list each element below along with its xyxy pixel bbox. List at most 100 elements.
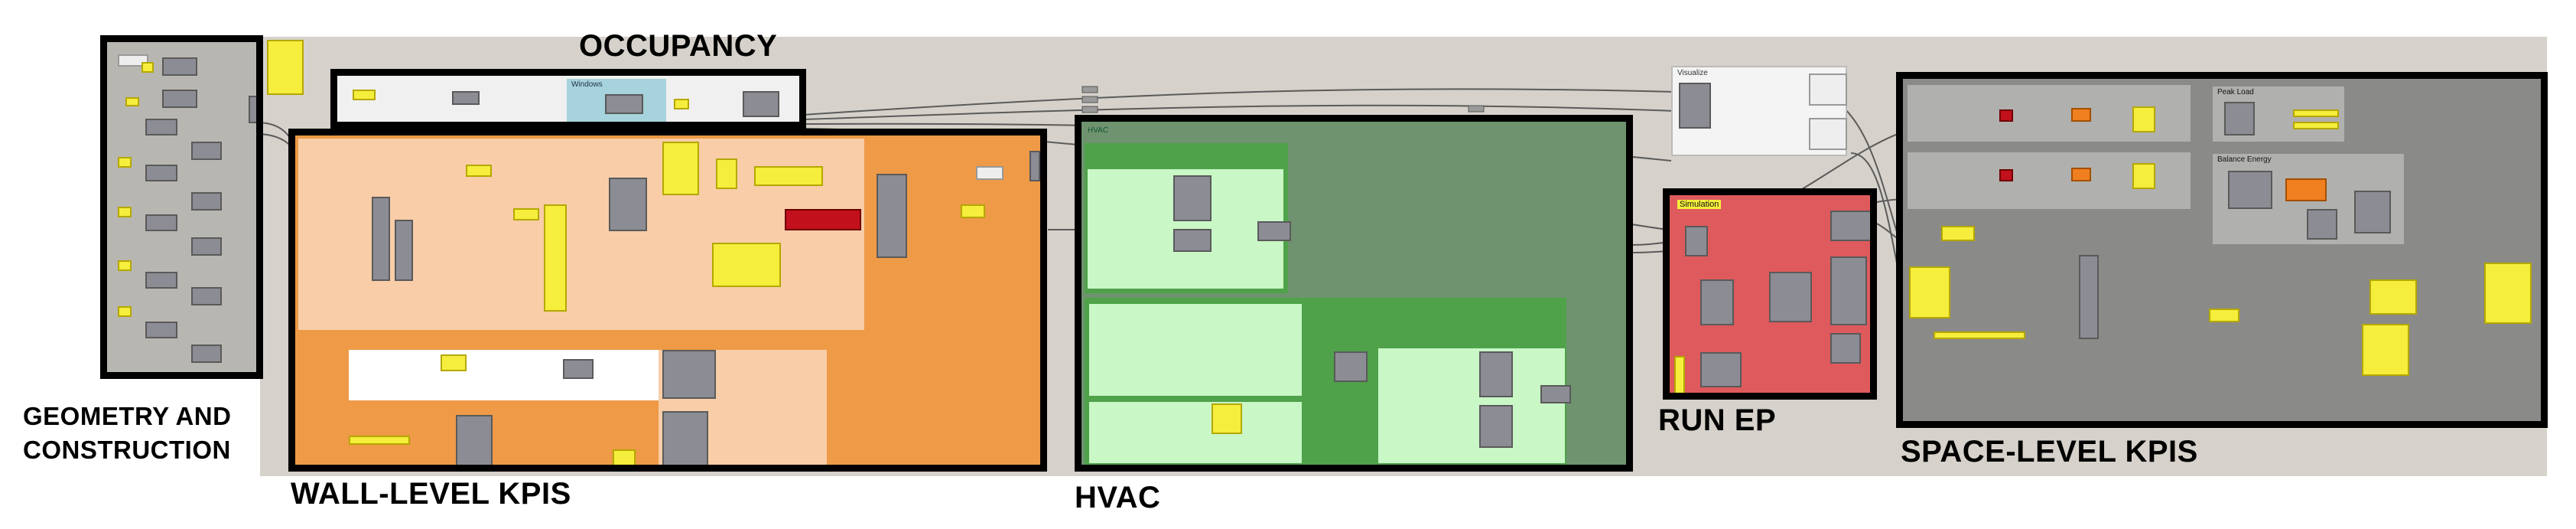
component-node[interactable] xyxy=(118,54,148,67)
yellow-panel-node[interactable] xyxy=(118,207,132,217)
component-node[interactable] xyxy=(1679,83,1711,129)
yellow-panel-node[interactable] xyxy=(1934,331,2025,339)
hvac-subgroup-bottom-right xyxy=(1378,348,1565,463)
component-node[interactable] xyxy=(191,287,222,305)
yellow-panel-node[interactable] xyxy=(1674,356,1685,393)
component-node[interactable] xyxy=(2307,209,2337,240)
component-node[interactable] xyxy=(162,57,197,76)
component-node[interactable] xyxy=(145,214,177,231)
component-node[interactable] xyxy=(1685,226,1708,256)
yellow-panel-node[interactable] xyxy=(118,306,132,317)
yellow-panel-node[interactable] xyxy=(712,243,781,287)
orange-node[interactable] xyxy=(2285,178,2327,201)
yellow-panel-node[interactable] xyxy=(544,204,567,312)
yellow-panel-node[interactable] xyxy=(1909,266,1950,318)
yellow-panel-node[interactable] xyxy=(2209,309,2239,322)
component-node[interactable] xyxy=(1830,211,1870,241)
yellow-panel-node[interactable] xyxy=(961,204,985,218)
yellow-panel-node[interactable] xyxy=(2293,109,2339,117)
component-node[interactable] xyxy=(1700,352,1742,387)
yellow-panel-node[interactable] xyxy=(1212,403,1242,434)
yellow-panel-node[interactable] xyxy=(118,260,132,271)
component-node[interactable] xyxy=(2079,255,2099,339)
yellow-panel-node[interactable] xyxy=(441,354,467,371)
yellow-panel-node[interactable] xyxy=(716,158,737,189)
component-node[interactable] xyxy=(1809,73,1847,106)
component-node[interactable] xyxy=(1479,351,1513,397)
component-node[interactable] xyxy=(662,350,716,399)
yellow-panel-node[interactable] xyxy=(466,165,492,177)
component-node[interactable] xyxy=(743,91,779,117)
component-node[interactable] xyxy=(145,119,177,136)
component-node[interactable] xyxy=(145,322,177,338)
component-node[interactable] xyxy=(249,96,256,123)
component-node[interactable] xyxy=(1830,256,1867,325)
component-node[interactable] xyxy=(662,411,708,465)
component-node[interactable] xyxy=(145,165,177,181)
component-node[interactable] xyxy=(563,359,594,379)
component-node[interactable] xyxy=(2224,102,2255,136)
yellow-panel-node[interactable] xyxy=(513,208,539,220)
occupancy-windows-title: Windows xyxy=(571,80,603,89)
wall-level-kpis-label: WALL-LEVEL KPIS xyxy=(291,477,571,511)
component-node[interactable] xyxy=(1334,351,1368,382)
component-node[interactable] xyxy=(1830,333,1861,364)
yellow-panel-node[interactable] xyxy=(2293,122,2339,129)
component-node[interactable] xyxy=(372,197,390,281)
yellow-panel-node[interactable] xyxy=(2132,163,2155,189)
yellow-panel-node[interactable] xyxy=(674,99,689,109)
yellow-panel-node[interactable] xyxy=(613,449,636,465)
component-node[interactable] xyxy=(2228,171,2272,209)
occupancy-label: OCCUPANCY xyxy=(579,29,778,63)
component-node[interactable] xyxy=(1540,385,1571,403)
component-node[interactable] xyxy=(162,90,197,108)
component-node[interactable] xyxy=(976,166,1003,180)
yellow-panel-node[interactable] xyxy=(662,142,699,195)
run-ep-label: RUN EP xyxy=(1658,403,1777,437)
balance-energy-title: Balance Energy xyxy=(2217,155,2272,164)
component-node[interactable] xyxy=(452,91,480,105)
space-level-kpis-label: SPACE-LEVEL KPIS xyxy=(1901,435,2198,469)
yellow-panel-node[interactable] xyxy=(349,436,410,445)
yellow-panel-node[interactable] xyxy=(2484,263,2532,324)
yellow-panel-node[interactable] xyxy=(2132,106,2155,132)
component-node[interactable] xyxy=(145,272,177,289)
yellow-panel-node[interactable] xyxy=(141,62,154,73)
component-node[interactable] xyxy=(1173,175,1212,221)
orange-node[interactable] xyxy=(2071,168,2091,181)
component-node[interactable] xyxy=(1479,405,1513,448)
wall-level-kpis-group xyxy=(288,129,1047,472)
component-node[interactable] xyxy=(1029,151,1040,181)
component-node[interactable] xyxy=(1173,229,1212,252)
component-node[interactable] xyxy=(1809,118,1847,150)
component-node[interactable] xyxy=(456,415,493,465)
yellow-panel-node[interactable] xyxy=(353,90,376,100)
red-highlight-node[interactable] xyxy=(785,209,861,230)
yellow-panel-node[interactable] xyxy=(754,166,823,186)
component-node[interactable] xyxy=(395,220,413,281)
component-node[interactable] xyxy=(609,178,647,231)
run-ep-inner-title: Simulation xyxy=(1677,200,1722,209)
component-node[interactable] xyxy=(191,142,222,160)
yellow-panel-node[interactable] xyxy=(2362,324,2409,376)
component-node[interactable] xyxy=(191,237,222,256)
component-node[interactable] xyxy=(1769,272,1812,322)
component-node[interactable] xyxy=(191,345,222,363)
orange-node[interactable] xyxy=(2071,108,2091,122)
yellow-panel-node[interactable] xyxy=(118,157,132,168)
component-node[interactable] xyxy=(877,174,907,258)
component-node[interactable] xyxy=(191,192,222,211)
wall-subgroup-bottom xyxy=(349,350,670,400)
geometry-construction-group xyxy=(100,35,263,379)
hvac-label: HVAC xyxy=(1075,481,1161,514)
yellow-panel-node[interactable] xyxy=(125,97,139,106)
yellow-panel-node[interactable] xyxy=(2369,279,2417,315)
component-node[interactable] xyxy=(605,94,643,114)
component-node[interactable] xyxy=(2354,191,2391,233)
component-node[interactable] xyxy=(1257,221,1291,241)
yellow-panel-node[interactable] xyxy=(267,40,304,95)
component-node[interactable] xyxy=(1700,279,1734,325)
red-node[interactable] xyxy=(1999,109,2013,122)
red-node[interactable] xyxy=(1999,169,2013,181)
yellow-panel-node[interactable] xyxy=(1941,226,1975,241)
